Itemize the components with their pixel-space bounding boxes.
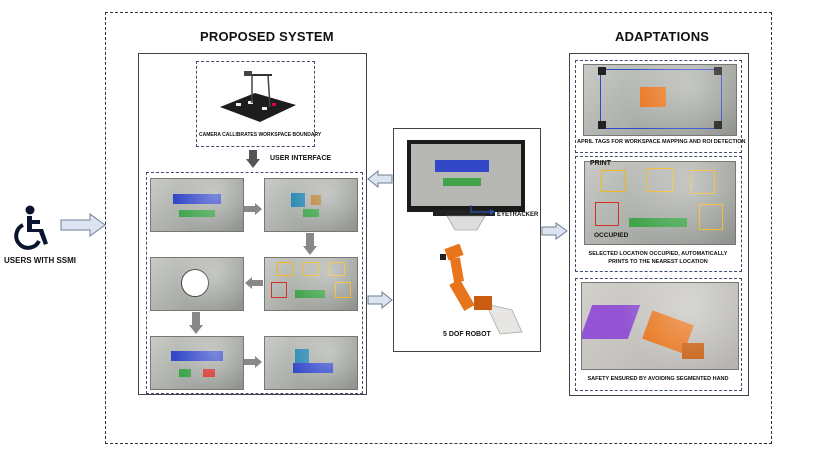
proposed-system-title: PROPOSED SYSTEM <box>200 29 334 44</box>
print-label: PRINT <box>590 160 611 167</box>
robot-label: 5 DOF ROBOT <box>443 331 491 338</box>
eyetracker-pointer <box>470 205 495 215</box>
hardware-panel <box>393 128 541 352</box>
arrow-ui-5-to-6 <box>244 356 262 368</box>
safety-caption: SAFETY ENSURED BY AVOIDING SEGMENTED HAN… <box>587 376 729 382</box>
occupied-label: OCCUPIED <box>594 232 629 239</box>
print-location-image <box>584 161 736 245</box>
camera-rig-icon <box>210 67 300 127</box>
arrow-hardware-to-system <box>367 170 393 188</box>
ui-screenshot-welcome <box>150 178 244 232</box>
ui-screenshot-complete <box>264 336 358 390</box>
eyetracker-label: EYETRACKER <box>497 212 539 218</box>
proposed-system-panel <box>138 53 367 395</box>
user-interface-label: USER INTERFACE <box>270 155 332 162</box>
users-label: USERS WITH SSMI <box>4 256 77 265</box>
april-tags-image <box>583 64 737 136</box>
camera-caption: CAMERA CALLIBRATES WORKSPACE BOUNDARY <box>199 132 322 138</box>
arrow-users-to-system <box>60 213 106 237</box>
wheelchair-icon <box>12 205 52 253</box>
nearest-location-caption-line2: PRINTS TO THE NEAREST LOCATION <box>608 259 708 265</box>
ui-screenshot-print-location <box>264 257 358 311</box>
april-tags-caption: APRIL TAGS FOR WORKSPACE MAPPING AND ROI… <box>577 139 746 145</box>
adaptations-title: ADAPTATIONS <box>615 29 710 44</box>
ui-screenshot-select-object <box>264 178 358 232</box>
ui-screenshot-grab <box>150 257 244 311</box>
arrow-ui-4-to-3 <box>245 277 263 289</box>
arrow-system-to-hardware <box>367 291 393 309</box>
robot-arm-icon <box>428 243 528 340</box>
monitor-icon <box>407 140 525 232</box>
arrow-ui-2-to-4 <box>303 233 317 255</box>
arrow-hardware-to-adaptations <box>541 222 568 240</box>
user-interface-panel <box>146 172 363 394</box>
adaptation-safety <box>575 278 742 391</box>
arrow-ui-3-to-5 <box>189 312 203 334</box>
safety-image <box>581 282 739 370</box>
outer-frame <box>105 12 772 444</box>
arrow-camera-to-ui <box>246 150 260 168</box>
camera-calibration-box <box>196 61 315 147</box>
adaptation-april-tags <box>575 60 742 153</box>
ui-screenshot-confirm <box>150 336 244 390</box>
adaptation-nearest-location <box>575 156 742 272</box>
adaptations-panel <box>569 53 749 396</box>
arrow-ui-1-to-2 <box>244 203 262 215</box>
nearest-location-caption-line1: SELECTED LOCATION OCCUPIED, AUTOMATICALL… <box>588 251 728 257</box>
